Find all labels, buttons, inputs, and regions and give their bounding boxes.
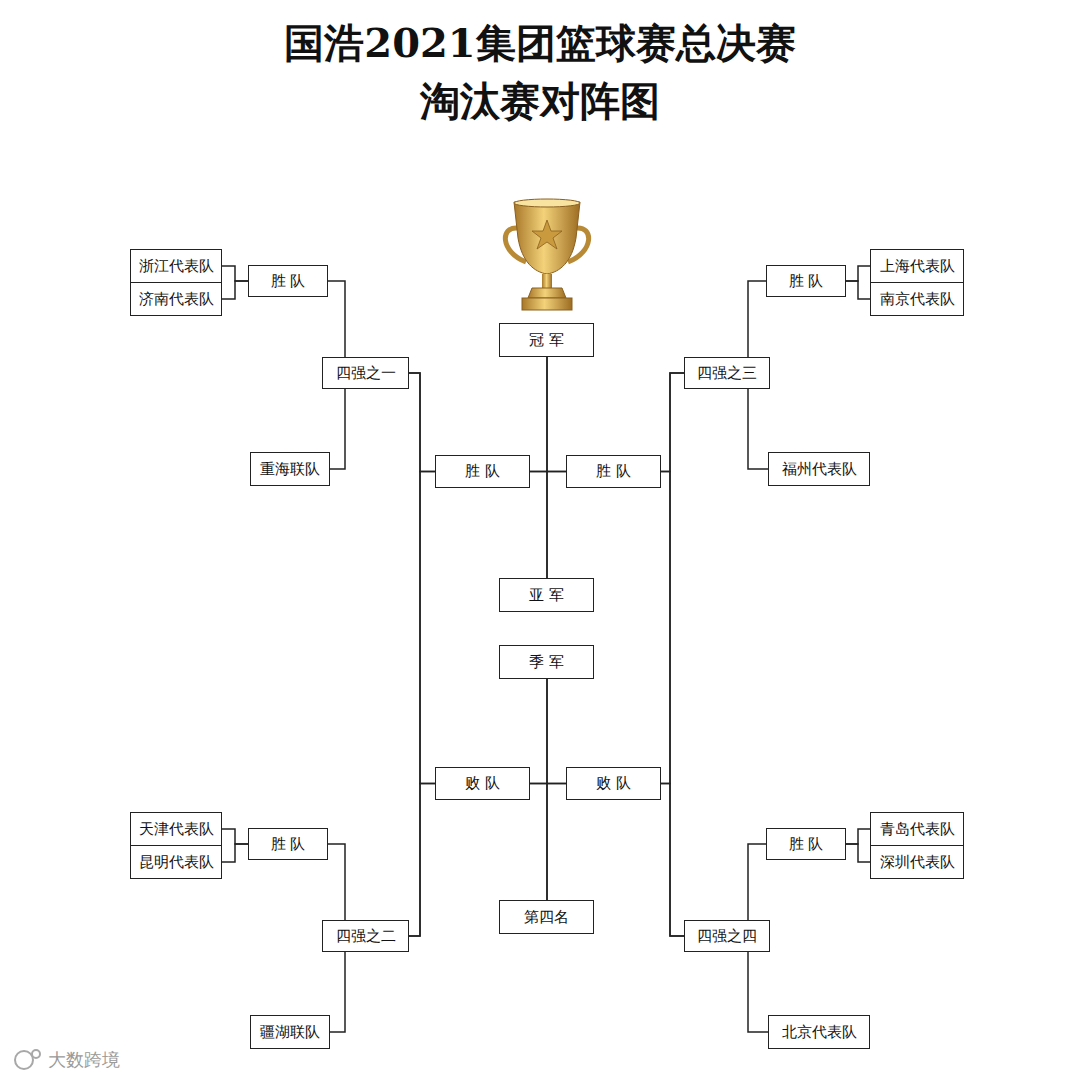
bracket-line (661, 373, 684, 784)
watermark-logo (15, 1050, 40, 1069)
box-label: 胜 队 (596, 462, 631, 481)
bracket-line (846, 844, 870, 862)
semifinal-box: 四强之四 (684, 920, 770, 952)
box-label: 败 队 (596, 774, 631, 793)
semifinal-box: 四强之二 (322, 920, 409, 952)
box-label: 天津代表队 (139, 820, 214, 839)
place-box: 季 军 (499, 645, 594, 679)
bracket-line (547, 357, 566, 472)
winner-box: 胜 队 (566, 455, 661, 488)
box-label: 南京代表队 (880, 290, 955, 309)
winner-box: 胜 队 (248, 265, 328, 297)
team-box: 南京代表队 (870, 282, 964, 316)
team-box: 上海代表队 (870, 249, 964, 283)
bracket-line (748, 389, 768, 469)
bracket-line (222, 829, 248, 844)
team-box: 重海联队 (250, 452, 330, 486)
team-box: 福州代表队 (768, 452, 870, 486)
bracket-line (661, 472, 684, 937)
box-label: 上海代表队 (880, 257, 955, 276)
box-label: 胜 队 (271, 835, 306, 854)
bracket-line (547, 784, 566, 901)
place-box: 亚 军 (499, 578, 594, 612)
team-box: 天津代表队 (130, 812, 222, 846)
team-box: 昆明代表队 (130, 845, 222, 879)
box-label: 四强之三 (697, 364, 757, 383)
diagram-title: 国浩2021集团篮球赛总决赛 淘汰赛对阵图 (240, 14, 840, 130)
bracket-line (547, 472, 566, 579)
loser-box: 败 队 (435, 767, 530, 800)
box-label: 胜 队 (789, 272, 824, 291)
loser-box: 败 队 (566, 767, 661, 800)
box-label: 胜 队 (465, 462, 500, 481)
team-box: 青岛代表队 (870, 812, 964, 846)
box-label: 济南代表队 (139, 290, 214, 309)
team-box: 浙江代表队 (130, 249, 222, 283)
box-label: 败 队 (465, 774, 500, 793)
box-label: 季 军 (529, 653, 564, 672)
box-label: 青岛代表队 (880, 820, 955, 839)
place-box: 冠 军 (499, 323, 594, 357)
winner-box: 胜 队 (766, 828, 846, 860)
bracket-line (409, 472, 435, 937)
team-box: 疆湖联队 (250, 1015, 330, 1049)
box-label: 北京代表队 (782, 1023, 857, 1042)
box-label: 浙江代表队 (139, 257, 214, 276)
bracket-line (748, 844, 766, 920)
box-label: 疆湖联队 (260, 1023, 320, 1042)
box-label: 重海联队 (260, 460, 320, 479)
box-label: 四强之四 (697, 927, 757, 946)
bracket-line (530, 784, 547, 901)
team-box: 深圳代表队 (870, 845, 964, 879)
team-box: 北京代表队 (768, 1015, 870, 1049)
semifinal-box: 四强之一 (322, 357, 409, 389)
bracket-line (846, 266, 870, 281)
bracket-line (661, 373, 684, 472)
box-label: 四强之一 (336, 364, 396, 383)
box-label: 冠 军 (529, 331, 564, 350)
box-label: 第四名 (524, 908, 569, 927)
place-box: 第四名 (499, 900, 594, 934)
bracket-line (661, 784, 684, 937)
bracket-line (846, 281, 870, 299)
team-box: 济南代表队 (130, 282, 222, 316)
bracket-line (547, 679, 566, 784)
box-label: 胜 队 (789, 835, 824, 854)
bracket-line (328, 844, 345, 920)
box-label: 亚 军 (529, 586, 564, 605)
bracket-line (222, 266, 248, 281)
bracket-line (330, 389, 345, 469)
bracket-line (409, 373, 435, 784)
bracket-line (748, 952, 768, 1032)
winner-box: 胜 队 (248, 828, 328, 860)
box-label: 深圳代表队 (880, 853, 955, 872)
bracket-line (530, 472, 547, 579)
semifinal-box: 四强之三 (684, 357, 770, 389)
bracket-line (409, 373, 435, 472)
bracket-line (530, 357, 547, 472)
trophy-icon (505, 199, 588, 310)
bracket-line (222, 844, 248, 862)
bracket-line (330, 952, 345, 1032)
box-label: 福州代表队 (782, 460, 857, 479)
bracket-line (748, 281, 766, 357)
bracket-line (222, 281, 248, 299)
bracket-line (530, 679, 547, 784)
box-label: 四强之二 (336, 927, 396, 946)
winner-box: 胜 队 (435, 455, 530, 488)
bracket-line (846, 829, 870, 844)
watermark: 大数跨境 (48, 1048, 120, 1072)
bracket-line (409, 784, 435, 937)
bracket-line (328, 281, 345, 357)
box-label: 胜 队 (271, 272, 306, 291)
winner-box: 胜 队 (766, 265, 846, 297)
box-label: 昆明代表队 (139, 853, 214, 872)
